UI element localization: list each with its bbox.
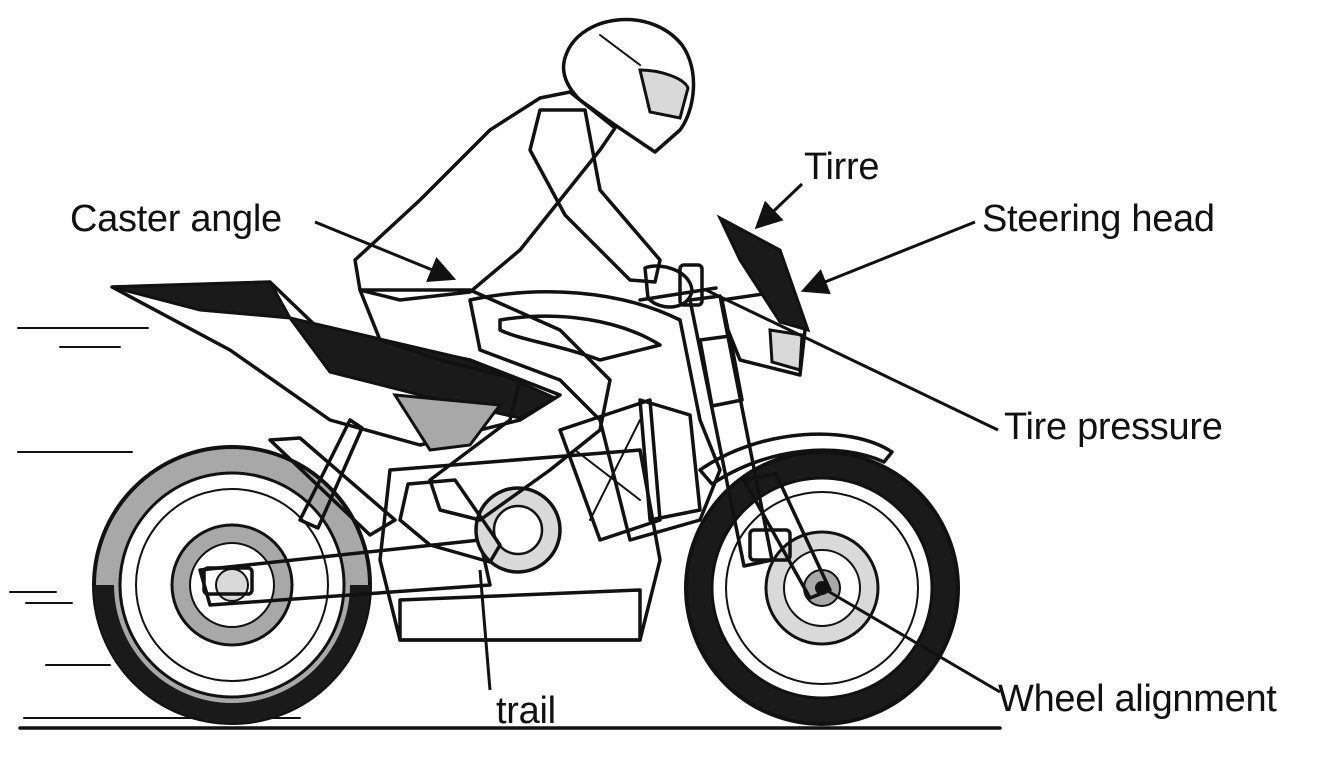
trail-label: trail <box>496 690 556 732</box>
wheel-alignment-label: Wheel alignment <box>998 678 1277 720</box>
rear-wheel <box>92 445 372 725</box>
arm <box>528 108 662 284</box>
trail-leader <box>478 569 492 691</box>
tire-pressure-label: Tire pressure <box>1004 406 1223 448</box>
steering-head-label: Steering head <box>982 198 1215 240</box>
wheel-alignment-leader <box>825 588 1001 694</box>
headlight-cowl <box>716 214 811 377</box>
tirre-leader <box>754 182 804 230</box>
tire-pressure-leader <box>705 288 999 432</box>
front-fender <box>698 432 894 486</box>
swingarm <box>198 418 492 607</box>
front-fork <box>688 294 832 600</box>
glove <box>643 264 694 309</box>
boot <box>398 478 502 564</box>
rider <box>353 17 696 564</box>
tirre-label: Tirre <box>804 146 880 188</box>
fuel-tank <box>468 290 722 542</box>
leader-lines <box>314 182 1001 694</box>
torso <box>353 90 617 302</box>
tail-section <box>110 280 562 452</box>
helmet <box>561 17 696 154</box>
leg <box>358 288 612 522</box>
front-wheel <box>684 450 960 726</box>
caster-angle-leader <box>314 220 457 282</box>
handlebar <box>638 263 718 307</box>
steering-head-leader <box>800 220 976 295</box>
caster-angle-label: Caster angle <box>70 198 282 240</box>
speed-lines <box>9 327 301 719</box>
